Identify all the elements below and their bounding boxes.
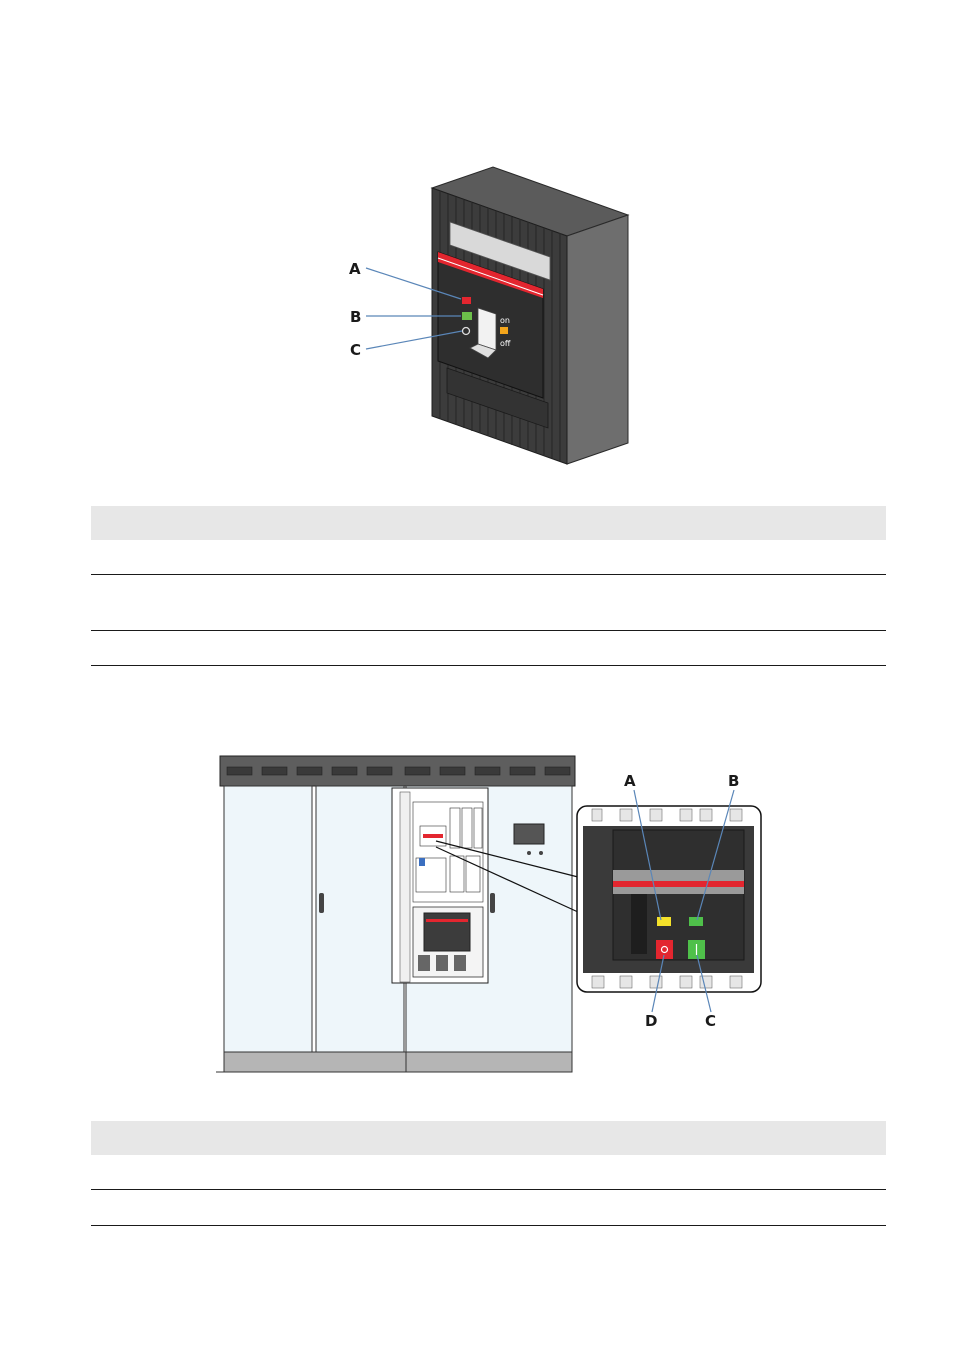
table-cell	[491, 575, 887, 630]
legend-table-2	[91, 1121, 886, 1226]
callout-d: D	[645, 1012, 658, 1030]
table-header	[91, 1121, 886, 1155]
table-row	[91, 1155, 886, 1190]
table-cell	[491, 631, 887, 665]
cabinet-illustration	[216, 755, 762, 1073]
table-cell	[91, 575, 487, 630]
on-label: on	[500, 316, 510, 325]
table-header	[91, 506, 886, 540]
legend-table-1	[91, 506, 886, 666]
table-row	[91, 1190, 886, 1226]
table-cell	[491, 1155, 887, 1189]
callout-a: A	[624, 772, 636, 790]
callout-c: C	[350, 341, 362, 359]
table-cell	[491, 540, 887, 574]
table-row	[91, 575, 886, 631]
callout-a: A	[349, 260, 361, 278]
table-row	[91, 540, 886, 575]
callout-b: B	[728, 772, 740, 790]
circuit-breaker-figure: on off	[340, 160, 640, 470]
table-cell	[91, 1155, 487, 1189]
callout-c: C	[705, 1012, 717, 1030]
cabinet-figure	[210, 750, 770, 1080]
table-cell	[91, 1190, 487, 1225]
circuit-breaker-illustration: on off	[365, 166, 630, 465]
callout-b: B	[350, 308, 362, 326]
table-cell	[91, 540, 487, 574]
table-row	[91, 631, 886, 666]
off-label: off	[500, 339, 511, 348]
table-cell	[491, 1190, 887, 1225]
table-cell	[91, 631, 487, 665]
